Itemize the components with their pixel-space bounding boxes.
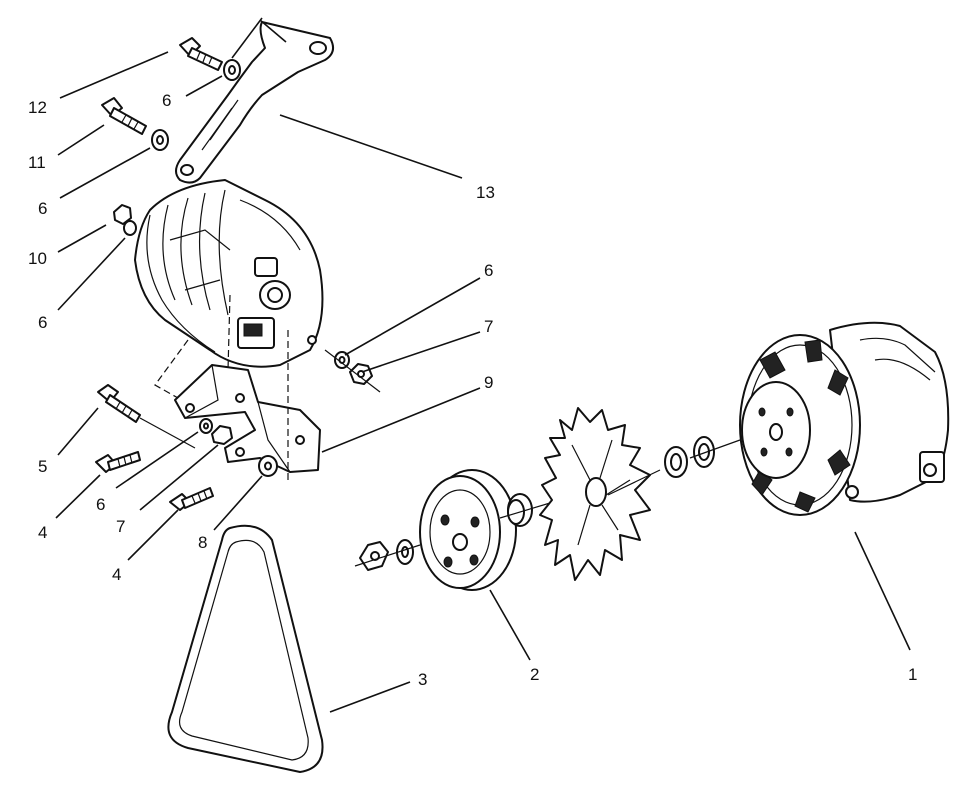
- callout-1: 1: [908, 665, 917, 684]
- bolt-4-lower: [169, 487, 214, 511]
- mounting-bracket: [174, 364, 321, 473]
- cooling-fan: [539, 407, 651, 581]
- callout-11: 11: [28, 153, 46, 172]
- callout-13: 13: [476, 183, 495, 202]
- bolt-5: [97, 384, 141, 423]
- callout-6-left: 6: [38, 199, 47, 218]
- nut-7-right: [349, 363, 373, 385]
- callout-6-right: 6: [484, 261, 493, 280]
- callout-4-upper: 4: [38, 523, 47, 542]
- callout-7-right: 7: [484, 317, 493, 336]
- bolt-12: [179, 37, 223, 71]
- alternator-mounted: [134, 179, 324, 368]
- callout-10: 10: [28, 249, 47, 268]
- pulley-nut: [359, 541, 389, 571]
- callout-6-top: 6: [162, 91, 171, 110]
- bolt-4-upper: [95, 451, 141, 473]
- callout-7-bracket: 7: [116, 517, 125, 536]
- bolt-11: [101, 97, 147, 135]
- leader-lines: [55, 17, 911, 713]
- callout-2: 2: [530, 665, 539, 684]
- washer-6-right: [334, 351, 350, 369]
- fan-spacer: [664, 446, 688, 478]
- callout-12: 12: [28, 98, 47, 117]
- nut-7-bracket: [211, 425, 233, 445]
- callout-9: 9: [484, 373, 493, 392]
- callout-4-lower: 4: [112, 565, 121, 584]
- callout-3: 3: [418, 670, 427, 689]
- callout-labels: 12 6 11 6 10 6 13 6 7 9 5 6 4 7 8 4 3 2 …: [28, 91, 917, 689]
- washer-6-top: [223, 59, 241, 81]
- alternator-main: [739, 321, 950, 516]
- pulley: [419, 469, 517, 591]
- nut-10: [113, 204, 137, 236]
- spacer-collar: [507, 493, 533, 527]
- adjusting-link-bracket: [175, 21, 335, 184]
- callout-8: 8: [198, 533, 207, 552]
- washer-6-bracket: [199, 418, 213, 434]
- callout-6-mid: 6: [38, 313, 47, 332]
- fan-washer: [693, 436, 715, 468]
- drive-belt: [167, 524, 324, 773]
- callout-6-bracket: 6: [96, 495, 105, 514]
- washer-6-left: [151, 129, 169, 151]
- spacer-8: [258, 455, 278, 477]
- callout-5: 5: [38, 457, 47, 476]
